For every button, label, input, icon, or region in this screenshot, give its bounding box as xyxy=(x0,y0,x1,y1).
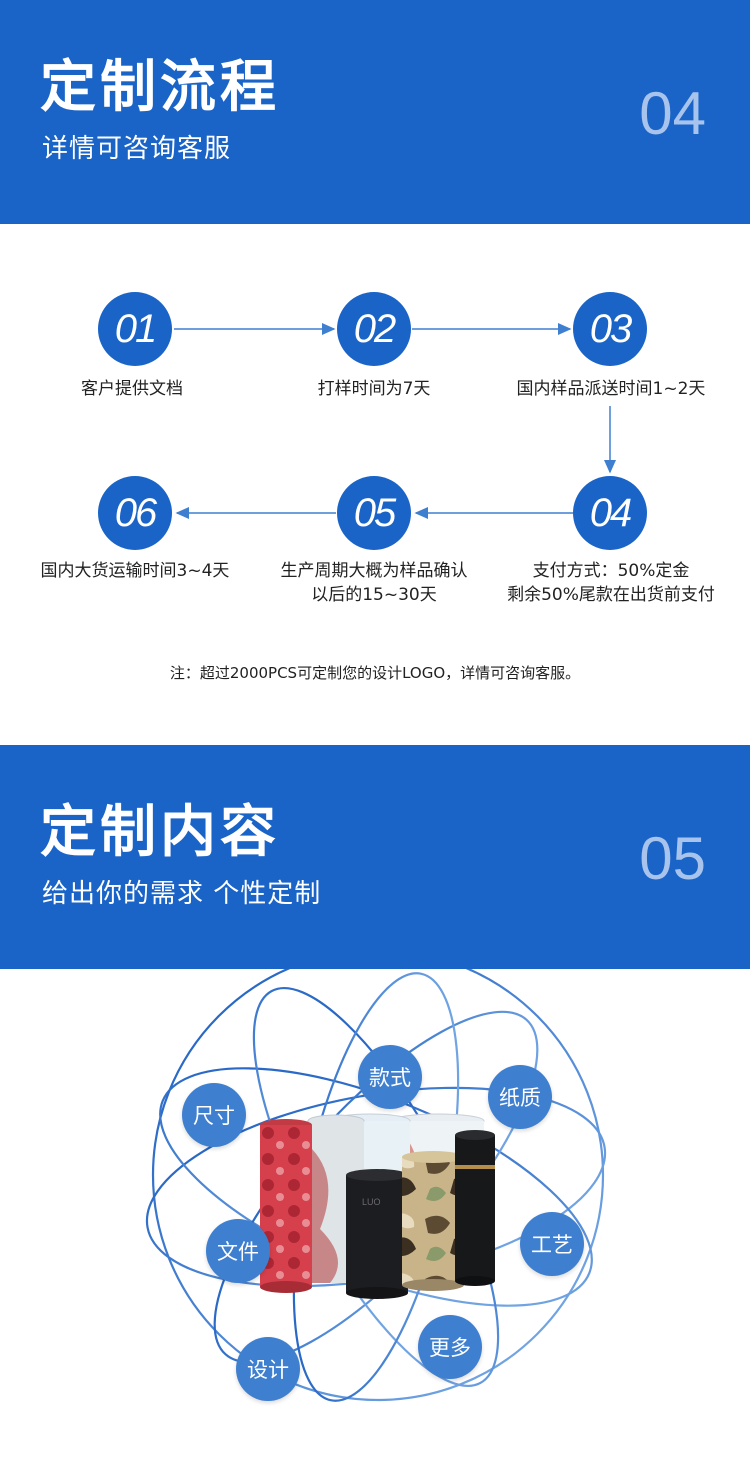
section-subtitle: 给出你的需求 个性定制 xyxy=(42,879,322,909)
section-title: 定制内容 xyxy=(40,800,280,865)
step-04-label-line1: 支付方式：50%定金 xyxy=(532,561,690,581)
option-size-bubble[interactable]: 尺寸 xyxy=(182,1083,246,1147)
step-06-label: 国内大货运输时间3~4天 xyxy=(40,561,230,581)
step-05-label-line2: 以后的15~30天 xyxy=(311,584,437,605)
svg-text:LUO: LUO xyxy=(362,1197,381,1207)
section-banner-content: 定制内容 给出你的需求 个性定制 05 xyxy=(0,745,750,969)
step-02-label: 打样时间为7天 xyxy=(317,379,431,399)
step-04-circle: 04 xyxy=(573,476,647,550)
step-04-label: 支付方式：50%定金 剩余50%尾款在出货前支付 xyxy=(486,560,736,608)
section-banner-process: 定制流程 详情可咨询客服 04 xyxy=(0,0,750,224)
section-number: 04 xyxy=(639,80,706,147)
section-title: 定制流程 xyxy=(40,55,280,120)
product-tubes-image: LUO xyxy=(260,1113,495,1299)
orbit-ring xyxy=(151,969,605,1402)
step-03-circle: 03 xyxy=(573,292,647,366)
flow-arrows xyxy=(174,323,616,519)
option-style-bubble[interactable]: 款式 xyxy=(358,1045,422,1109)
option-craft-bubble[interactable]: 工艺 xyxy=(520,1212,584,1276)
step-05-circle: 05 xyxy=(337,476,411,550)
step-02-circle: 02 xyxy=(337,292,411,366)
option-more-bubble[interactable]: 更多 xyxy=(418,1315,482,1379)
step-05-label-line1: 生产周期大概为样品确认 xyxy=(280,561,468,581)
step-03-label: 国内样品派送时间1~2天 xyxy=(516,379,706,399)
section-number: 05 xyxy=(639,825,706,892)
step-06-circle: 06 xyxy=(98,476,172,550)
process-flow: 01 客户提供文档 02 打样时间为7天 03 国内样品派送时间1~2天 04 … xyxy=(0,224,750,745)
step-04-label-line2: 剩余50%尾款在出货前支付 xyxy=(507,584,715,605)
process-note: 注：超过2000PCS可定制您的设计LOGO，详情可咨询客服。 xyxy=(169,664,581,682)
step-05-label: 生产周期大概为样品确认 以后的15~30天 xyxy=(250,560,498,608)
orbit-illustration: LUO xyxy=(145,969,607,1402)
option-design-bubble[interactable]: 设计 xyxy=(236,1337,300,1401)
option-paper-bubble[interactable]: 纸质 xyxy=(488,1065,552,1129)
step-01-label: 客户提供文档 xyxy=(81,379,183,399)
customization-content: LUO 款式 纸质 尺寸 文件 工艺 设计 更多 xyxy=(0,969,750,1462)
step-01-circle: 01 xyxy=(98,292,172,366)
option-file-bubble[interactable]: 文件 xyxy=(206,1219,270,1283)
section-subtitle: 详情可咨询客服 xyxy=(42,134,232,164)
